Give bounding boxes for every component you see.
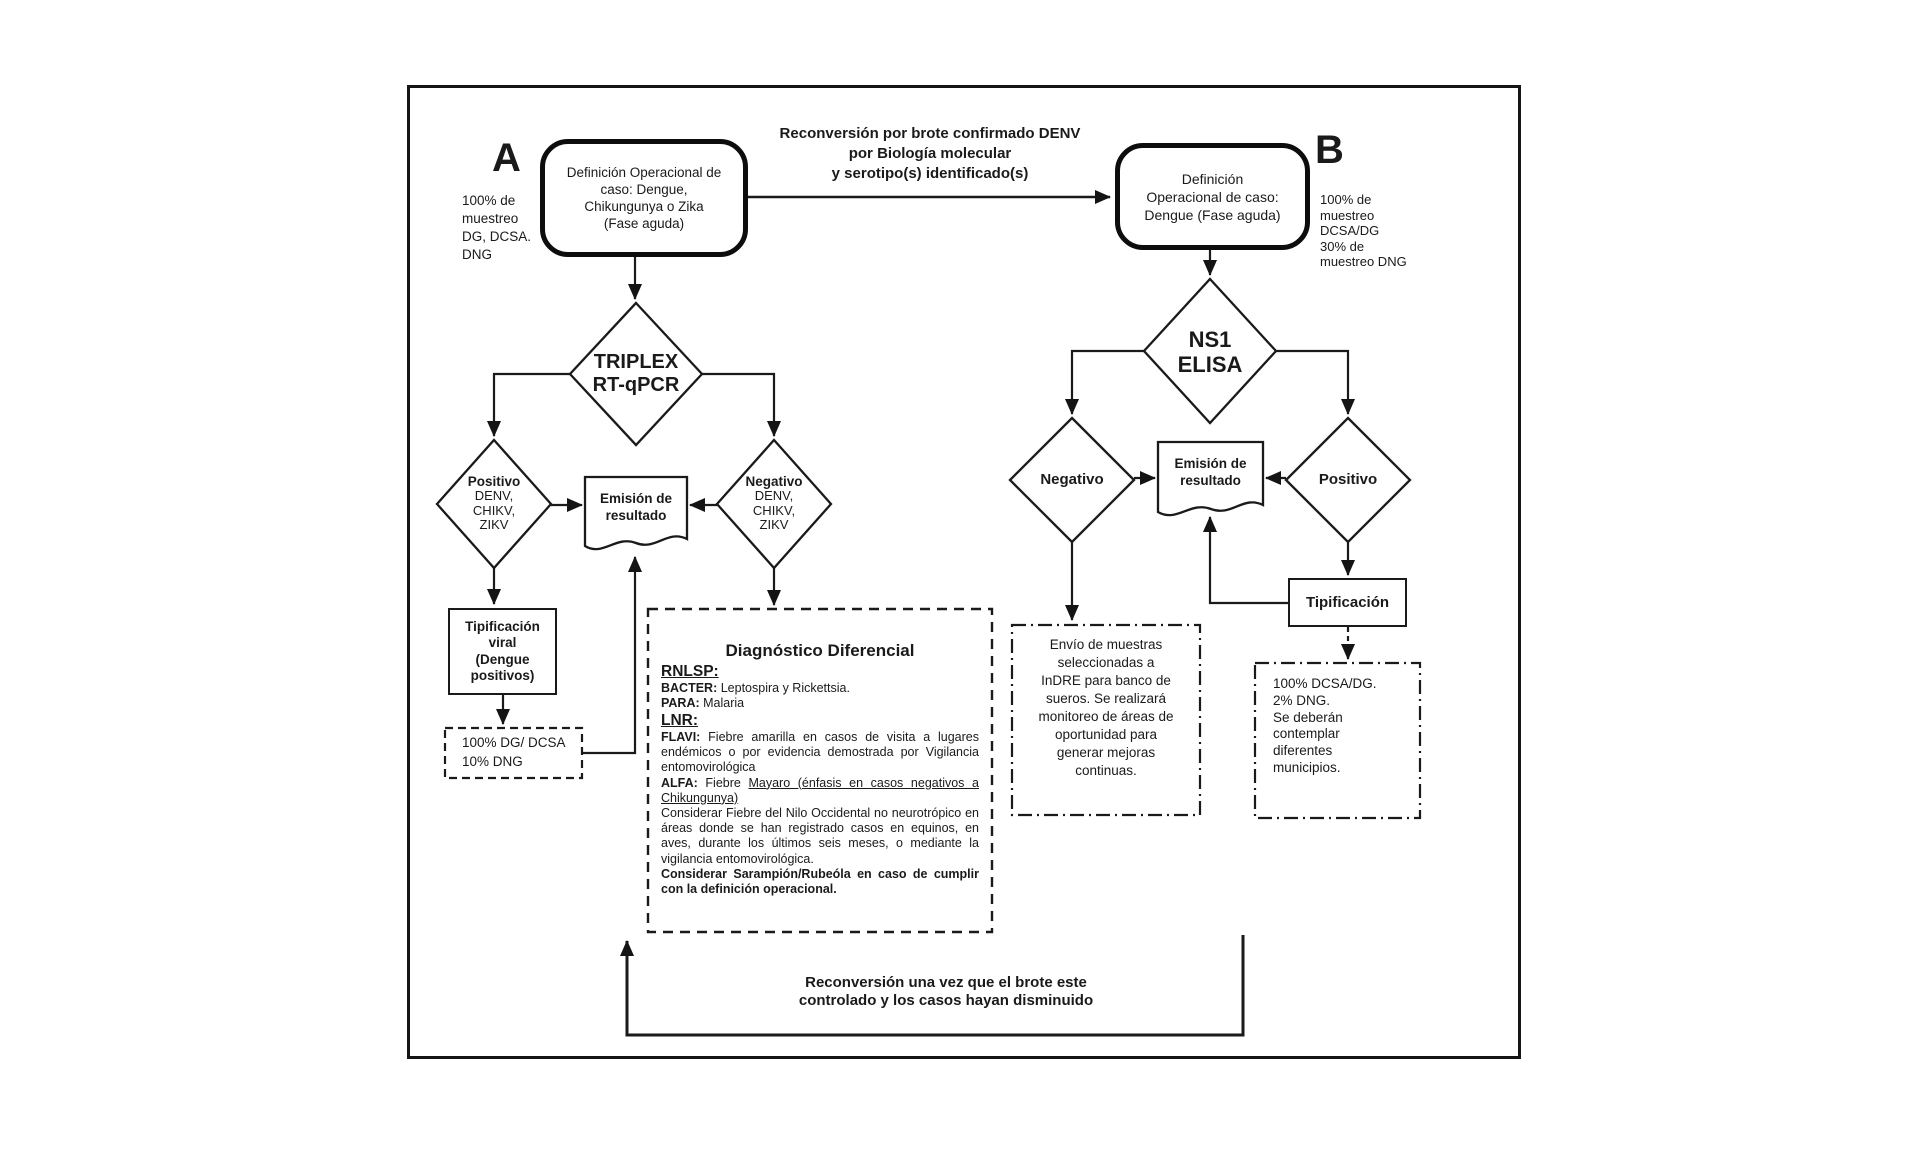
arrow-samplingA-to-emisionA [582,556,642,755]
triplex-diamond-text: TRIPLEX RT-qPCR [592,351,680,396]
arrow-ns1-to-positivoB [1276,349,1355,415]
emision-b-text: Emisión de resultado [1174,456,1247,488]
positivo-a-text: Positivo DENV, CHIKV, ZIKV [437,474,551,533]
negativo-a-label: Negativo [745,474,803,489]
emision-a-text: Emisión de resultado [599,491,672,523]
sampling-box-a-text: 100% DG/ DCSA 10% DNG [462,735,566,769]
diagnostico-alfa-paragraph: ALFA: Fiebre Mayaro (énfasis en casos ne… [661,775,979,805]
diagnostico-flavi-paragraph: FLAVI: Fiebre amarilla en casos de visit… [661,730,979,775]
arrow-reconversion-loop [620,935,1245,1037]
negativo-a-diamond [715,438,833,570]
arrow-ns1-to-negativoB [1065,349,1144,415]
positivo-a-viruses: DENV, CHIKV, ZIKV [472,488,516,532]
negativo-b-text: Negativo [1040,471,1104,488]
definition-box-a-text: Definición Operacional de caso: Dengue, … [566,165,722,231]
diagnostico-considerar-bold-paragraph: Considerar Sarampión/Rubeóla en caso de … [661,866,979,897]
diagnostico-lnr-heading: LNR: [661,712,699,729]
sampling-box-a [443,726,584,780]
tipificacion-viral-box: Tipificación viral (Dengue positivos) [448,608,557,695]
positivo-b-diamond [1284,416,1412,544]
definition-box-b-text: Definición Operacional de caso: Dengue (… [1144,170,1281,223]
envio-box [1010,623,1202,817]
sampling-box-b [1253,661,1422,820]
triplex-diamond [568,301,704,447]
section-a-label: A [492,136,521,180]
negativo-a-text: Negativo DENV, CHIKV, ZIKV [717,474,831,533]
top-reconversion-note: Reconversión por brote confirmado DENV p… [779,125,1081,182]
positivo-a-diamond [435,438,553,570]
diagnostico-content: Diagnóstico Diferencial RNLSP: BACTER: L… [661,640,979,897]
diagram-border [407,85,1521,1059]
tipificacion-b-box: Tipificación [1288,578,1407,627]
diagnostico-para-line: PARA: Malaria [661,696,745,710]
arrow-triplex-to-negativoA [702,372,781,437]
diagnostico-box [646,607,994,934]
emision-b-document [1156,440,1265,517]
diagnostico-title: Diagnóstico Diferencial [725,641,915,660]
definition-box-a: Definición Operacional de caso: Dengue, … [540,139,748,257]
emision-a-document [583,475,689,551]
diagnostico-bacter-line: BACTER: Leptospira y Rickettsia. [661,681,850,695]
sampling-note-a: 100% de muestreo DG, DCSA. DNG [462,193,532,262]
section-b-label: B [1315,128,1344,172]
sampling-note-b: 100% de muestreo DCSA/DG 30% de muestreo… [1320,192,1407,269]
positivo-a-label: Positivo [467,474,521,489]
tipificacion-b-text: Tipificación [1305,594,1390,611]
ns1-diamond-text: NS1 ELISA [1177,327,1243,377]
sampling-box-b-text: 100% DCSA/DG. 2% DNG. Se deberán contemp… [1273,676,1377,775]
negativo-a-viruses: DENV, CHIKV, ZIKV [752,488,796,532]
positivo-b-text: Positivo [1318,471,1378,488]
arrow-triplex-to-positivoA [487,372,570,437]
arrow-tipificacionB-to-emisionB [1203,516,1288,605]
negativo-b-diamond [1008,416,1136,544]
diagnostico-considerar-paragraph: Considerar Fiebre del Nilo Occidental no… [661,806,979,866]
envio-box-text: Envío de muestras seleccionadas a InDRE … [1038,637,1174,778]
definition-box-b: Definición Operacional de caso: Dengue (… [1115,143,1310,250]
loop-reconversion-note: Reconversión una vez que el brote este c… [798,974,1094,1009]
tipificacion-viral-text: Tipificación viral (Dengue positivos) [465,618,540,684]
diagnostico-rnlsp-heading: RNLSP: [661,663,719,680]
ns1-diamond [1142,277,1278,425]
